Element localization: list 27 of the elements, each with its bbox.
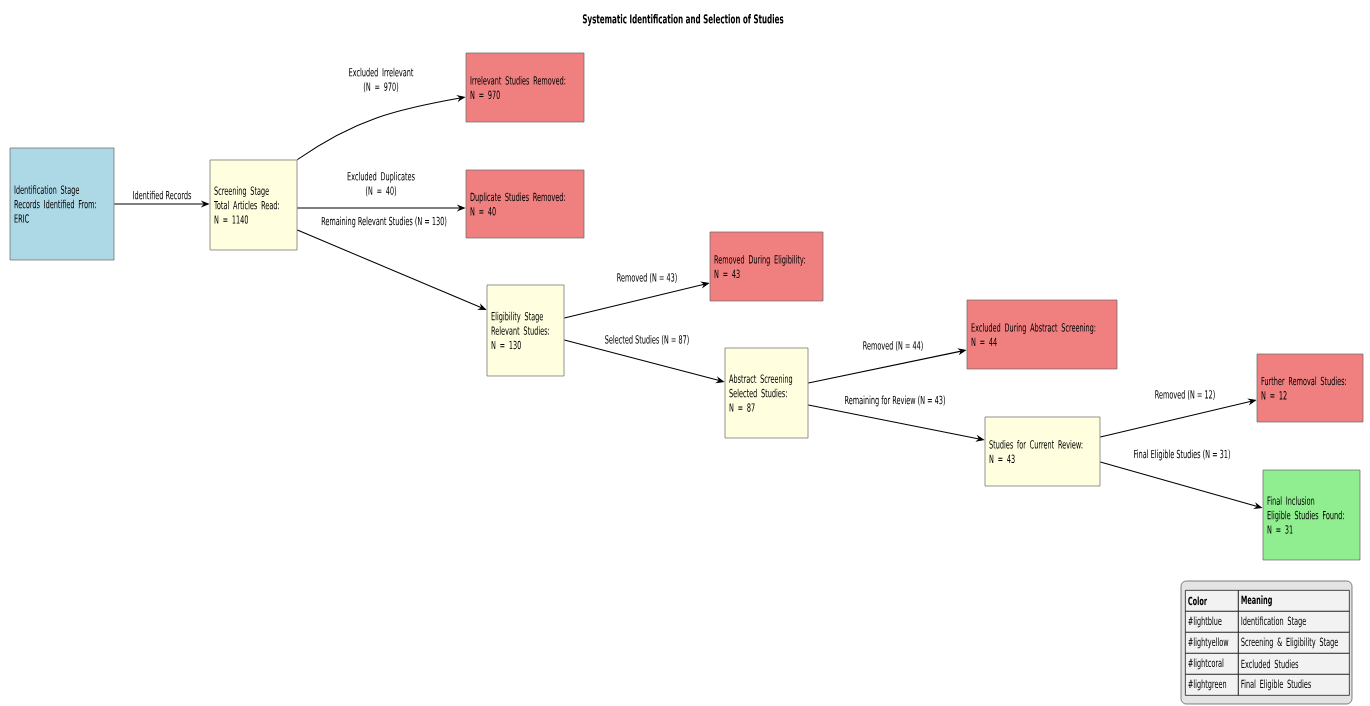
edge-label: Excluded Duplicates (N = 40)	[340, 170, 422, 198]
excluded-box: Further Removal Studies: N = 12	[1256, 353, 1364, 423]
edge-label: Selected Studies (N = 87)	[603, 333, 691, 347]
excluded-box: Removed During Eligibility: N = 43	[709, 231, 824, 302]
excluded-box: Duplicate Studies Removed: N = 40	[465, 169, 585, 239]
edge-label: Final Eligible Studies (N = 31)	[1131, 447, 1233, 463]
table-cell: #lightblue	[1185, 611, 1239, 633]
edge-label: Removed (N = 44)	[860, 339, 926, 353]
result-box: Final Inclusion Eligible Studies Found: N = 31	[1262, 469, 1361, 561]
title: Systematic Identification and Selection of Studies	[582, 14, 784, 26]
excluded-box: Irrelevant Studies Removed: N = 970	[465, 52, 585, 123]
edge-label: Identified Records	[130, 188, 194, 202]
table-cell: #lightcoral	[1185, 653, 1239, 675]
process-box: Abstract Screening Selected Studies: N = 87	[724, 347, 809, 439]
edge-label: Remaining Relevant Studies (N = 130)	[319, 214, 449, 230]
edge-label: Remaining for Review (N = 43)	[842, 393, 948, 409]
excluded-box: Excluded During Abstract Screening: N = 44	[966, 299, 1118, 370]
table-header-cell: Color	[1185, 590, 1239, 612]
edge-label: Excluded Irrelevant (N = 970)	[340, 66, 422, 94]
table-cell: #lightgreen	[1185, 674, 1239, 696]
edge-label: Removed (N = 43)	[614, 271, 680, 285]
process-box: Eligibility Stage Relevant Studies: N = 130	[486, 284, 565, 377]
edge-label: Removed (N = 12)	[1152, 388, 1218, 402]
table-cell: #lightyellow	[1185, 632, 1239, 654]
process-box: Identification Stage Records Identified From: ERIC	[9, 147, 115, 261]
process-box: Studies for Current Review: N = 43	[984, 416, 1101, 487]
process-box: Screening Stage Total Articles Read: N = 1140	[209, 159, 298, 251]
